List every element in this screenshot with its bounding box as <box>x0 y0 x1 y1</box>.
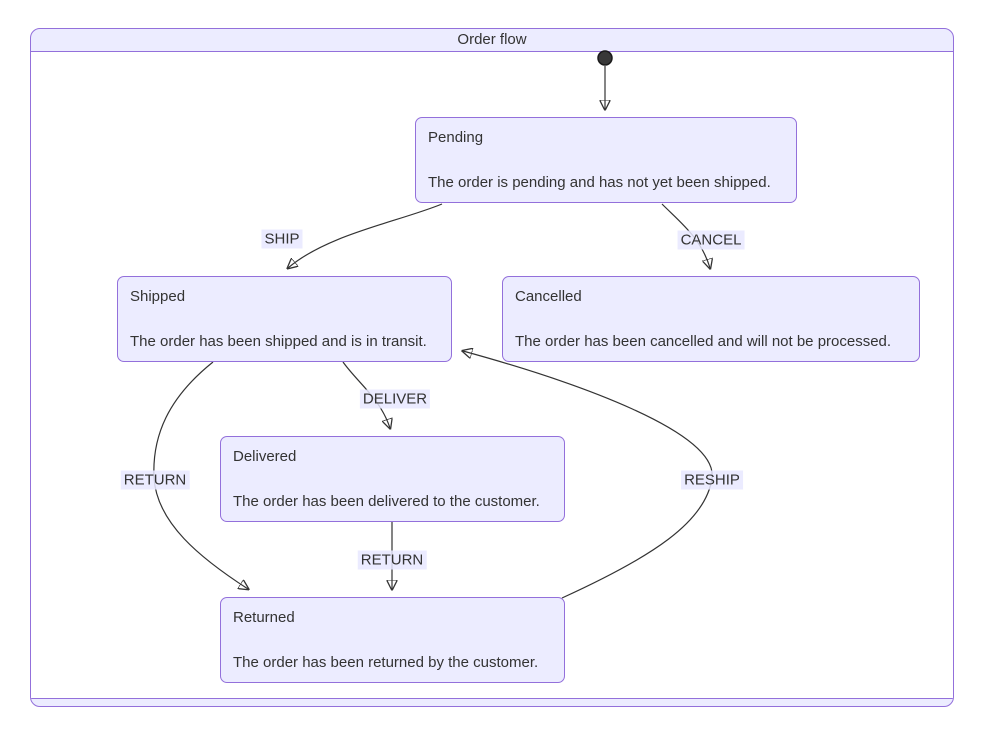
state-shipped-description: The order has been shipped and is in tra… <box>130 333 427 350</box>
state-returned-description: The order has been returned by the custo… <box>233 654 539 671</box>
diagram-title-bar: Order flow <box>31 29 953 52</box>
edge-label-ship: SHIP <box>261 229 303 249</box>
state-returned-title: Returned <box>233 609 295 626</box>
state-returned: Returned The order has been returned by … <box>220 597 565 683</box>
edge-label-cancel: CANCEL <box>677 230 745 250</box>
state-delivered-description: The order has been delivered to the cust… <box>233 493 540 510</box>
state-pending-description: The order is pending and has not yet bee… <box>428 174 771 191</box>
edge-label-return-left: RETURN <box>120 470 190 490</box>
edge-label-return-mid: RETURN <box>357 550 427 570</box>
state-pending: Pending The order is pending and has not… <box>415 117 797 203</box>
state-shipped: Shipped The order has been shipped and i… <box>117 276 452 362</box>
state-cancelled-title: Cancelled <box>515 288 582 305</box>
state-delivered-title: Delivered <box>233 448 297 465</box>
diagram-title: Order flow <box>457 31 527 48</box>
edge-label-reship: RESHIP <box>681 470 743 490</box>
state-delivered: Delivered The order has been delivered t… <box>220 436 565 522</box>
state-cancelled-description: The order has been cancelled and will no… <box>515 333 892 350</box>
state-shipped-title: Shipped <box>130 288 186 305</box>
state-cancelled: Cancelled The order has been cancelled a… <box>502 276 920 362</box>
state-pending-title: Pending <box>428 129 484 146</box>
edge-label-deliver: DELIVER <box>359 389 431 409</box>
